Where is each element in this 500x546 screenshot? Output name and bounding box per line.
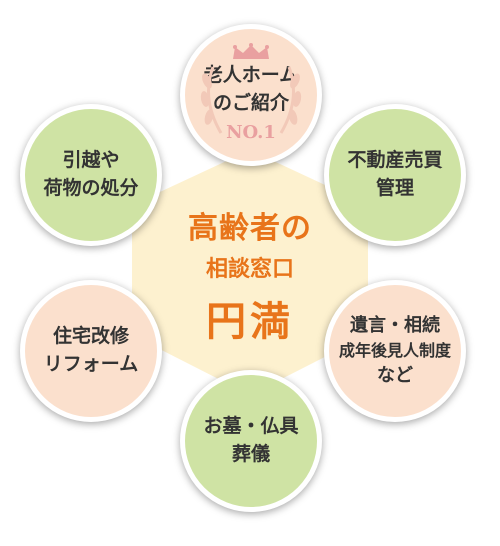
- service-funeral-line-2: 葬儀: [231, 443, 270, 465]
- service-real-estate: 不動産売買 管理: [324, 104, 466, 246]
- service-renovation-line-1: 住宅改修: [52, 325, 129, 348]
- service-real-estate-line-1: 不動産売買: [347, 149, 443, 172]
- service-inheritance-line-2: 成年後見人制度: [338, 341, 451, 361]
- service-renovation-line-2: リフォーム: [43, 353, 139, 375]
- number-one-badge: NO.1: [226, 121, 276, 143]
- service-nursing-home: 老人ホーム のご紹介 NO.1: [180, 24, 322, 166]
- service-renovation: 住宅改修 リフォーム: [20, 280, 162, 422]
- service-nursing-home-line-2: のご紹介: [212, 91, 289, 114]
- service-inheritance-line-3: など: [377, 364, 413, 386]
- service-funeral-line-1: お墓・仏具: [203, 415, 299, 438]
- laurel-wreath-icon: [200, 66, 302, 134]
- service-moving-disposal: 引越や 荷物の処分: [20, 104, 162, 246]
- center-line-1: 高齢者の: [188, 211, 312, 246]
- service-inheritance: 遺言・相続 成年後見人制度 など: [324, 280, 466, 422]
- center-line-2: 相談窓口: [205, 257, 294, 282]
- service-real-estate-line-2: 管理: [375, 177, 414, 199]
- service-inheritance-line-1: 遺言・相続: [350, 315, 440, 337]
- service-funeral: お墓・仏具 葬儀: [180, 370, 322, 512]
- center-brand-name: 円満: [206, 299, 294, 345]
- crown-icon: [233, 43, 269, 59]
- service-moving-line-1: 引越や: [62, 149, 120, 172]
- center-label: 高齢者の 相談窓口 円満: [150, 185, 350, 355]
- service-nursing-home-line-1: 老人ホーム: [203, 64, 299, 87]
- service-moving-line-2: 荷物の処分: [43, 177, 139, 199]
